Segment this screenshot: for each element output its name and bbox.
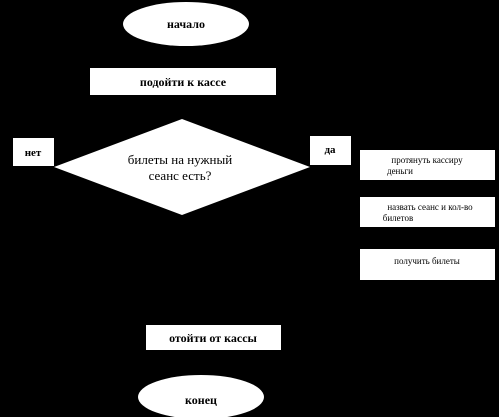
branch-yes-label: да	[324, 144, 336, 156]
end-terminal	[138, 375, 264, 417]
start-label: начало	[167, 17, 205, 31]
process-approach-box	[90, 68, 276, 95]
action-pay-line1: протянуть кассиру	[391, 155, 463, 165]
start-terminal	[123, 2, 249, 46]
decision-label-line2: сеанс есть?	[149, 168, 212, 183]
branch-no-label: нет	[25, 147, 42, 159]
process-leave-box	[146, 325, 281, 350]
branch-yes-box	[310, 136, 351, 165]
process-leave-label: отойти от кассы	[169, 331, 257, 345]
decision-diamond	[54, 119, 310, 215]
branch-no-box	[13, 138, 54, 166]
action-name-line1: назвать сеанс и кол-во	[387, 202, 473, 212]
action-pay-box	[360, 150, 495, 180]
action-receive-box	[360, 249, 495, 280]
process-approach-label: подойти к кассе	[140, 75, 227, 89]
decision-label-line1: билеты на нужный	[128, 152, 232, 167]
end-label: конец	[185, 393, 217, 407]
action-receive-label: получить билеты	[394, 256, 460, 266]
action-name-line2: билетов	[383, 213, 413, 223]
action-pay-line2: деньги	[387, 166, 413, 176]
action-name-box	[360, 197, 495, 227]
